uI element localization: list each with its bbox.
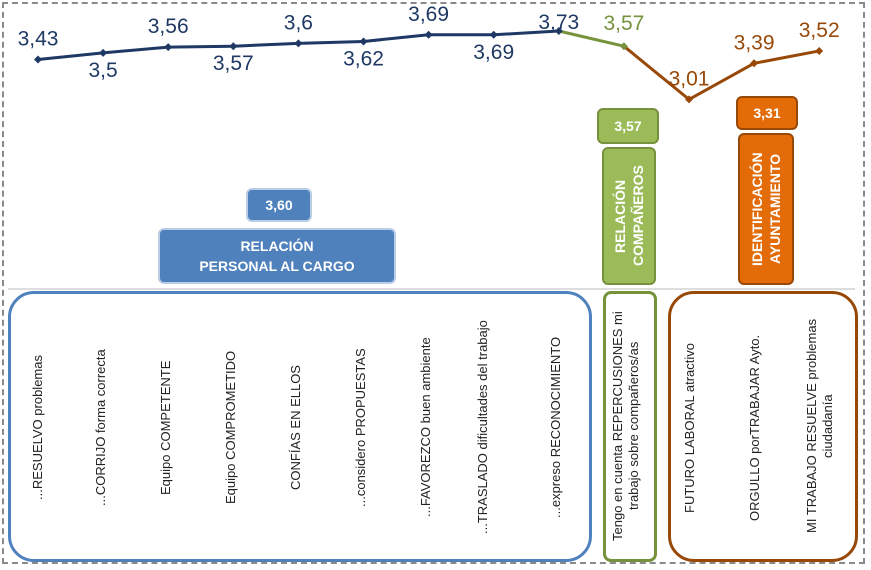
- ayuntamiento-average-badge: 3,31: [736, 96, 798, 130]
- data-point: [99, 48, 108, 57]
- group-label-line: IDENTIFICACIÓN: [749, 152, 765, 266]
- personal-group-label: RELACIÓN PERSONAL AL CARGO: [158, 228, 396, 284]
- data-label: 3,6: [284, 11, 313, 34]
- data-label: 3,62: [343, 47, 384, 70]
- ayuntamiento-group-outline: [668, 291, 858, 562]
- data-label: 3,73: [538, 11, 579, 34]
- group-label-line: AYUNTAMIENTO: [767, 153, 783, 265]
- category-label: ...considero PROPUESTAS: [353, 348, 368, 507]
- data-point: [489, 30, 498, 39]
- group-label-line: RELACIÓN: [612, 179, 628, 253]
- category-label: ...CORRIJO forma correcta: [93, 349, 108, 506]
- category-label: ...FAVOREZCO buen ambiente: [418, 337, 433, 518]
- data-label: 3,43: [18, 28, 59, 51]
- category-label: ...TRASLADO dificultades del trabajo: [475, 320, 490, 535]
- data-point: [164, 43, 173, 52]
- category-label: Equipo COMPROMETIDO: [223, 350, 238, 505]
- series-segment: [363, 33, 429, 43]
- data-point: [229, 42, 238, 51]
- category-label: MI TRABAJO RESUELVE problemas ciudadanía: [804, 318, 835, 534]
- category-label: ORGULLO porTRABAJAR Ayto.: [747, 334, 762, 521]
- series-segment: [688, 61, 755, 101]
- companeros-group-outline: [603, 291, 657, 562]
- personal-average-badge: 3,60: [246, 188, 312, 222]
- series-segment: [298, 39, 364, 45]
- data-point: [619, 42, 628, 51]
- series-segment: [558, 29, 625, 48]
- series-segment: [753, 49, 820, 65]
- group-label-line: PERSONAL AL CARGO: [199, 258, 355, 274]
- data-label: 3,39: [734, 31, 775, 54]
- group-label-line: COMPAÑEROS: [630, 165, 646, 267]
- data-label: 3,57: [603, 12, 644, 35]
- data-label: 3,69: [473, 41, 514, 64]
- data-point: [750, 59, 759, 68]
- group-label-line: RELACIÓN: [240, 238, 314, 254]
- series-segment: [37, 51, 104, 61]
- category-label: FUTURO LABORAL atractivo: [682, 342, 697, 513]
- series-segment: [493, 29, 559, 37]
- series-segment: [622, 45, 690, 101]
- data-point: [359, 37, 368, 46]
- data-label: 3,69: [408, 3, 449, 26]
- data-point: [294, 39, 303, 48]
- category-label: Tengo en cuenta REPERCUSIONES mi trabajo…: [610, 311, 641, 541]
- data-label: 3,57: [213, 52, 254, 75]
- data-label: 3,52: [799, 19, 840, 42]
- series-segment: [102, 45, 169, 55]
- category-label: ...RESUELVO problemas: [30, 355, 45, 500]
- data-label: 3,5: [88, 59, 117, 82]
- data-point: [815, 46, 824, 55]
- data-point: [685, 95, 693, 104]
- chart-frame: [2, 2, 865, 564]
- data-label: 3,56: [148, 15, 189, 38]
- companeros-average-badge: 3,57: [597, 108, 659, 144]
- ayuntamiento-group-label: IDENTIFICACIÓN AYUNTAMIENTO: [738, 133, 794, 285]
- data-point: [554, 27, 563, 35]
- personal-group-outline: [8, 291, 592, 562]
- series-segment: [168, 44, 234, 49]
- data-point: [34, 55, 42, 64]
- category-label: ...expreso RECONOCIMIENTO: [548, 336, 563, 519]
- data-label: 3,01: [669, 67, 710, 90]
- category-label: CONFÍAS EN ELLOS: [288, 365, 303, 490]
- category-label: Equipo COMPETENTE: [158, 360, 173, 495]
- data-point: [424, 30, 433, 39]
- companeros-group-label: RELACIÓN COMPAÑEROS: [602, 147, 656, 285]
- series-segment: [233, 41, 299, 48]
